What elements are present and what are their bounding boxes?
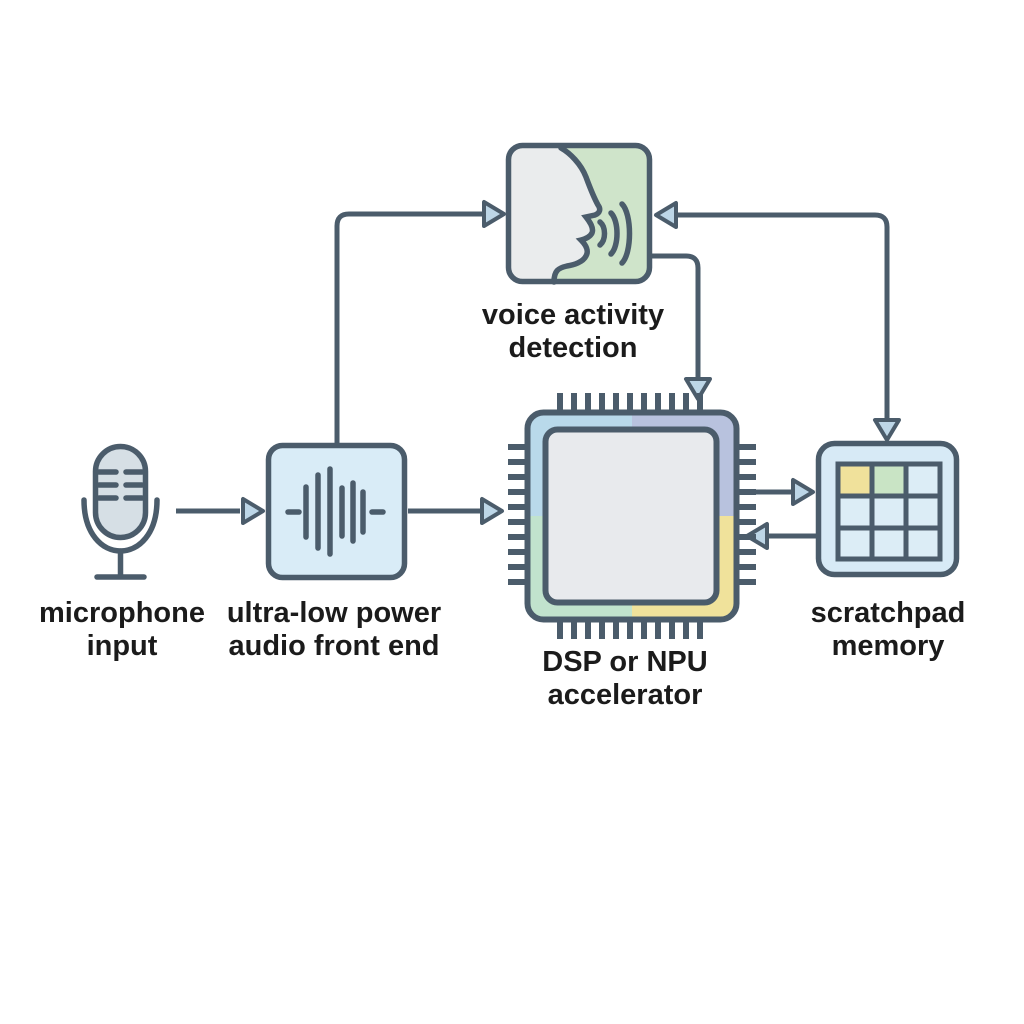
edge-vad-scratchpad-bidirectional [654, 201, 901, 442]
dsp-npu-accelerator-label: DSP or NPU accelerator [542, 646, 708, 711]
edge-vad-to-dsp [650, 253, 712, 401]
speaking-face-icon [511, 145, 633, 285]
microphone-label: microphone input [39, 597, 205, 662]
edge-mic-to-afe [176, 497, 265, 525]
audio-waveform-icon [285, 466, 386, 557]
voice-activity-detection-box [505, 142, 653, 285]
scratchpad-memory-label: scratchpad memory [810, 597, 966, 662]
edge-afe-to-dsp [408, 497, 504, 525]
memory-grid-icon [815, 440, 960, 578]
memory-cells [838, 464, 940, 559]
edge-afe-to-vad [334, 200, 506, 446]
audio-front-end-box [265, 442, 408, 581]
chip-icon [508, 393, 756, 639]
edge-dsp-to-scratchpad [750, 478, 815, 506]
edge-scratchpad-to-dsp [745, 522, 819, 550]
microphone-icon [81, 443, 160, 580]
voice-activity-detection-label: voice activity detection [481, 299, 665, 364]
audio-front-end-label: ultra-low power audio front end [226, 597, 442, 662]
